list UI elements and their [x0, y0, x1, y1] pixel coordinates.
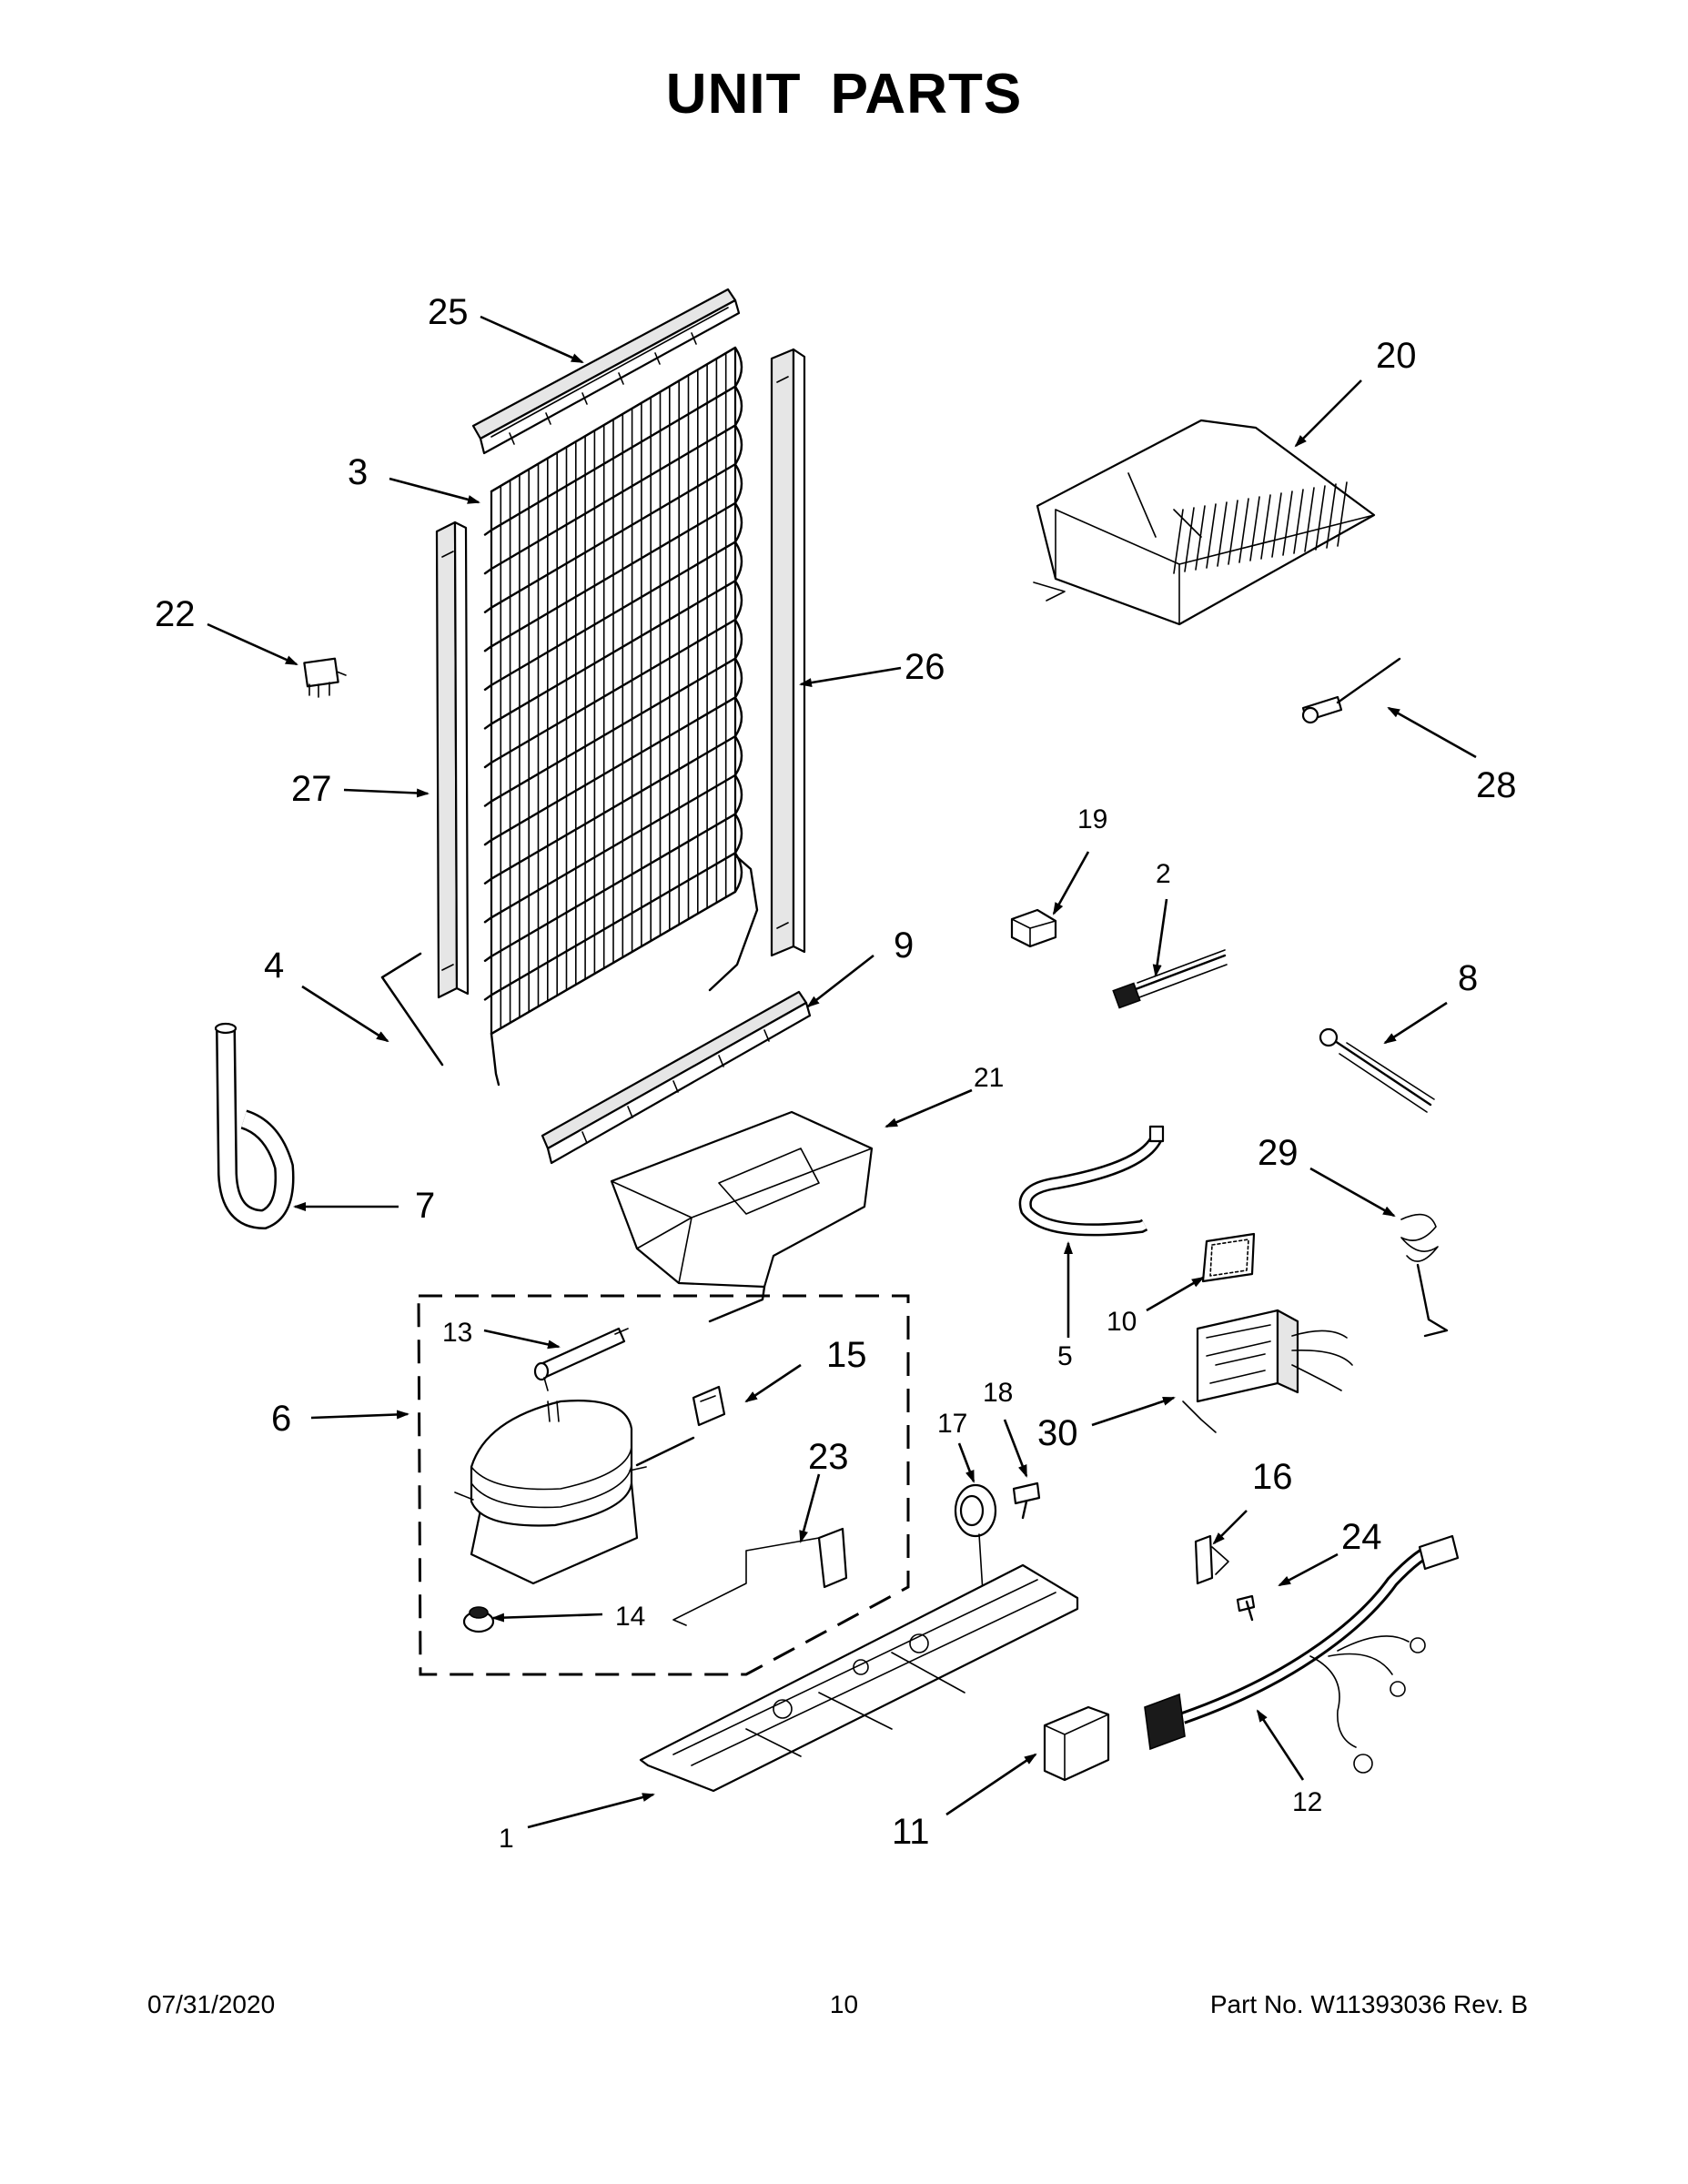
leader-12 [1256, 1709, 1305, 1781]
page-title: UNIT PARTS [665, 63, 1023, 126]
footer-date: 07/31/2020 [147, 1990, 276, 2018]
callout-2: 2 [1156, 859, 1171, 889]
leader-13 [483, 1329, 561, 1350]
leader-28 [1387, 706, 1477, 759]
leader-21 [884, 1088, 973, 1128]
leader-23 [799, 1473, 821, 1543]
callout-13: 13 [442, 1318, 472, 1348]
callout-20: 20 [1376, 336, 1417, 376]
part-3-condenser-coil [483, 346, 759, 1087]
callout-3: 3 [348, 452, 368, 492]
compressor [454, 1400, 647, 1585]
callout-25: 25 [428, 292, 469, 332]
leader-9 [806, 954, 874, 1008]
compressor-group-outline [417, 1294, 910, 1676]
part-21-drain-pan [610, 1110, 874, 1323]
part-7-u-tube [214, 1022, 295, 1230]
part-28-thermistor [1301, 657, 1401, 724]
callout-4: 4 [264, 945, 284, 986]
leader-2 [1152, 898, 1168, 977]
leader-arrows [207, 315, 1477, 1829]
callout-12: 12 [1292, 1787, 1322, 1817]
callout-7: 7 [415, 1186, 435, 1226]
leader-8 [1383, 1001, 1448, 1045]
part-16-bracket [1194, 1534, 1229, 1585]
callout-22: 22 [155, 594, 196, 634]
part-12-wire-harness [1144, 1534, 1460, 1774]
callout-5: 5 [1057, 1341, 1073, 1371]
footer-part-number: Part No. W11393036 Rev. B [1209, 1990, 1528, 2018]
leader-3 [389, 477, 480, 504]
part-17-hub [954, 1483, 997, 1593]
callout-19: 19 [1077, 804, 1107, 834]
leader-17 [957, 1442, 975, 1483]
callout-29: 29 [1258, 1133, 1299, 1173]
leader-1 [527, 1793, 655, 1829]
footer-page-number: 10 [829, 1990, 859, 2018]
callout-30: 30 [1037, 1413, 1078, 1453]
callout-14: 14 [615, 1602, 645, 1632]
callout-18: 18 [983, 1378, 1013, 1408]
part-24-screw [1236, 1594, 1256, 1622]
part-1-base-plate [639, 1563, 1079, 1793]
callout-21: 21 [974, 1063, 1004, 1093]
part-20-evaporator-assembly [1033, 419, 1376, 626]
callout-28: 28 [1476, 765, 1517, 805]
callout-24: 24 [1341, 1517, 1382, 1557]
part-14-grommet [462, 1606, 495, 1633]
leader-16 [1212, 1510, 1248, 1545]
leader-19 [1052, 851, 1090, 915]
leader-11 [945, 1753, 1037, 1816]
part-19-pad [1010, 908, 1057, 948]
part-25-top-rail [471, 288, 741, 455]
part-29-heater [1400, 1213, 1449, 1338]
callout-6: 6 [271, 1399, 291, 1439]
part-30-control-board [1182, 1309, 1353, 1433]
callout-10: 10 [1107, 1307, 1137, 1337]
leader-6 [310, 1410, 409, 1420]
callout-1: 1 [499, 1824, 514, 1854]
part-27-left-rail [435, 521, 470, 999]
part-26-right-rail [770, 348, 806, 957]
callout-26: 26 [905, 647, 945, 687]
leader-10 [1146, 1276, 1205, 1312]
leader-14 [491, 1613, 603, 1623]
leader-26 [799, 666, 902, 687]
leader-27 [343, 788, 430, 798]
leader-24 [1278, 1552, 1339, 1587]
callout-9: 9 [894, 925, 914, 966]
leader-30 [1091, 1396, 1176, 1427]
part-10-plate [1201, 1232, 1256, 1283]
callout-8: 8 [1458, 958, 1478, 998]
leader-29 [1309, 1167, 1396, 1218]
part-5-hose [1018, 1125, 1165, 1237]
leader-25 [480, 315, 584, 364]
callout-27: 27 [291, 769, 332, 809]
leader-15 [744, 1363, 802, 1403]
callout-17: 17 [937, 1409, 967, 1439]
callout-15: 15 [826, 1335, 867, 1375]
callout-11: 11 [892, 1812, 930, 1852]
leader-22 [207, 622, 298, 666]
part-4-tube [380, 952, 444, 1067]
leader-4 [301, 985, 389, 1043]
callout-23: 23 [808, 1437, 849, 1477]
part-22-clip [303, 657, 347, 698]
callout-16: 16 [1252, 1457, 1293, 1497]
callout-labels: 25 3 20 22 26 27 28 19 2 4 9 8 21 29 7 5… [155, 292, 1517, 1854]
part-11-relay [1043, 1705, 1110, 1782]
part-2-cable-tie [1112, 949, 1228, 1009]
part-15-overload [635, 1385, 726, 1467]
part-9-bottom-rail [541, 990, 812, 1165]
leader-20 [1294, 379, 1362, 448]
part-13-drier [533, 1327, 629, 1391]
part-23-bracket [672, 1527, 848, 1626]
part-8-bolt [1319, 1027, 1435, 1113]
leader-18 [1003, 1419, 1028, 1478]
part-18-pin [1012, 1481, 1041, 1520]
